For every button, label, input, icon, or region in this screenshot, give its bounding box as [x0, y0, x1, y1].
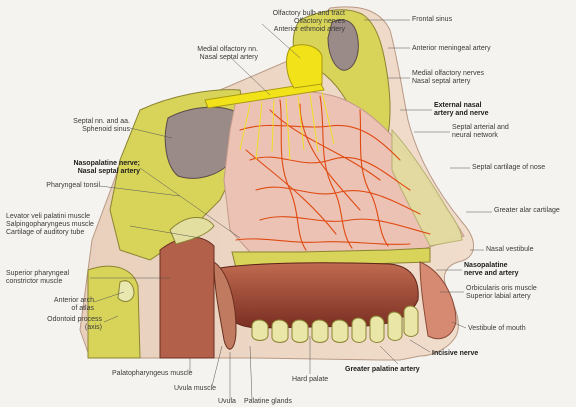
olfactory-nerve-fibres [239, 91, 335, 161]
label-hard-palate: Hard palate [292, 376, 329, 383]
label-vestibule-mouth: Vestibule of mouth [468, 325, 526, 332]
leader-lines [90, 19, 492, 401]
label-incisive-nerve: Incisive nerve [432, 350, 479, 357]
upper-lip [419, 261, 457, 340]
label-pharyngeal-tonsil: Pharyngeal tonsil [46, 182, 100, 189]
label-levator-veli: Levator veli palatini muscle Salpingopha… [6, 213, 94, 236]
frontal-sinus [327, 19, 359, 71]
label-orbicularis: Orbicularis oris muscle Superior labial … [466, 285, 537, 300]
label-medial-olfactory-left: Medial olfactory nn. Nasal septal artery [197, 46, 258, 61]
soft-palate [213, 261, 237, 350]
label-external-nasal: External nasal artery and nerve [434, 102, 489, 117]
label-anterior-meningeal-artery: Anterior meningeal artery [412, 45, 491, 52]
label-greater-palatine: Greater palatine artery [345, 366, 420, 373]
label-uvula: Uvula [218, 398, 236, 405]
label-nasopalatine-right: Nasopalatine nerve and artery [464, 262, 519, 277]
label-superior-pharyngeal: Superior pharyngeal constrictor muscle [6, 270, 70, 285]
label-septal-arterial: Septal arterial and neural network [452, 124, 509, 139]
label-frontal-sinus: Frontal sinus [412, 16, 453, 23]
septal-cartilage [391, 128, 463, 247]
label-nasopalatine-left: Nasopalatine nerve; Nasal septal artery [73, 160, 140, 175]
label-medial-olfactory-right: Medial olfactory nerves Nasal septal art… [412, 70, 484, 85]
upper-teeth [251, 305, 419, 343]
label-greater-alar: Greater alar cartilage [494, 207, 560, 214]
pharyngeal-muscle [159, 236, 215, 359]
cribriform-plate [204, 81, 325, 109]
label-septal-cartilage: Septal cartilage of nose [472, 164, 546, 171]
label-olfactory-bulb: Olfactory bulb and tract Olfactory nerve… [272, 10, 345, 33]
label-septal-nn: Septal nn. and aa. Sphenoid sinus [73, 118, 130, 133]
label-palatine-glands: Palatine glands [244, 398, 292, 405]
sphenoid-sinus [164, 106, 237, 179]
auditory-tube [169, 217, 215, 245]
oral-cavity [217, 262, 419, 329]
label-anterior-arch: Anterior arch of atlas [53, 297, 94, 312]
label-odontoid: Odontoid process (axis) [47, 316, 102, 331]
label-nasal-vestibule: Nasal vestibule [486, 246, 534, 253]
atlas [117, 280, 135, 302]
olfactory-bulb [286, 44, 323, 89]
label-palatopharyngeus: Palatopharyngeus muscle [112, 370, 193, 377]
cervical-spine [87, 265, 141, 359]
label-uvula-muscle: Uvula muscle [174, 385, 217, 392]
